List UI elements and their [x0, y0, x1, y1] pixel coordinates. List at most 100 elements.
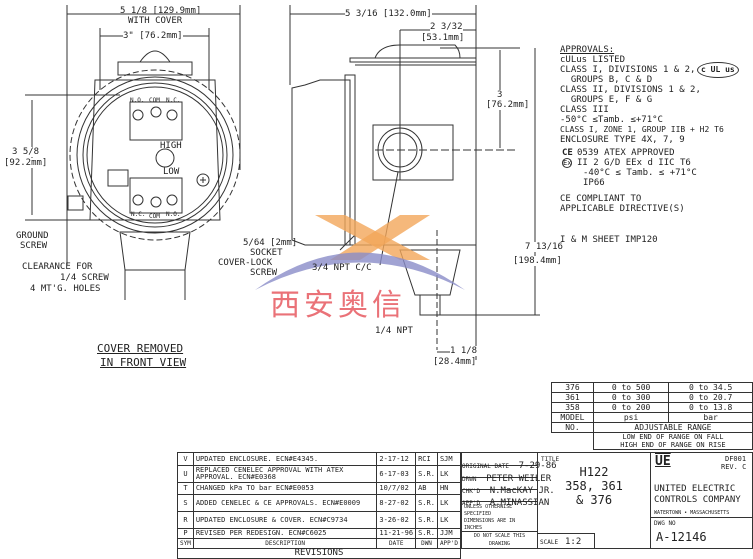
- rev-sym: P: [177, 528, 194, 539]
- original-date-label: ORIGINAL DATE: [462, 463, 509, 470]
- rev-approved: LK: [436, 511, 462, 529]
- checked-label: CHK'D: [462, 488, 481, 495]
- ex-mark-icon: Ex: [562, 158, 573, 168]
- rev-description: ADDED CENELEC & CE APPROVALS. ECN#E0009: [192, 494, 378, 512]
- rev-drawn: S.R.: [415, 465, 438, 483]
- rev-sym: S: [177, 494, 194, 512]
- title-line-2: 358, 361: [565, 479, 623, 493]
- approval-line: GROUPS E, F & G: [560, 95, 653, 105]
- rev-sym: U: [177, 465, 194, 483]
- model-cell: 358: [551, 402, 594, 413]
- approved-label: APP'D: [462, 500, 481, 507]
- front-height-fraction: 3 5/8: [12, 147, 40, 157]
- terminal-top-nc: N.C.: [166, 97, 181, 104]
- scale-value: 1:2: [565, 537, 582, 547]
- no-scale-note: DO NOT SCALE THIS DRAWING: [462, 531, 537, 548]
- conduit-dimension: 3: [497, 90, 503, 100]
- psi-cell: 0 to 500: [592, 382, 670, 393]
- title-line-3: & 376: [575, 493, 613, 507]
- bar-cell: 0 to 34.5: [668, 382, 753, 393]
- socket-label: SOCKET: [250, 248, 283, 258]
- rev-approved: LK: [436, 465, 462, 483]
- approval-line: -50°C ≤Tamb. ≤+71°C: [560, 115, 663, 125]
- watermark-logo: [255, 215, 465, 290]
- cover-lock-label: COVER-LOCK: [218, 258, 273, 268]
- no-header: NO.: [551, 422, 594, 433]
- ue-logo: UE: [655, 454, 671, 469]
- appd-header: APP'D: [436, 538, 462, 549]
- rev-drawn: AB: [415, 482, 438, 495]
- rev-sym: T: [177, 482, 194, 495]
- title-block: TITLE H122 358, 361 & 376 SCALE 1:2: [537, 452, 651, 549]
- drawing-number-label: DWG NO: [654, 520, 676, 527]
- ce-mark-icon: CE: [562, 148, 573, 158]
- form-number: DF001: [725, 455, 747, 463]
- terminal-top-com: COM: [149, 97, 160, 104]
- dwn-header: DWN: [415, 538, 438, 549]
- approvals-block: APPROVALS: cULus LISTED CLASS I, DIVISIO…: [560, 45, 724, 145]
- rev-date: 2-17-12: [376, 452, 417, 466]
- rev-date: 6-17-03: [376, 465, 417, 483]
- terminal-bottom-no: N.O.: [166, 211, 181, 218]
- range-note-fall: LOW END OF RANGE ON FALL: [622, 433, 724, 441]
- rev-drawn: S.R.: [415, 511, 438, 529]
- approval-line: CLASS I, DIVISIONS 1 & 2,: [560, 65, 696, 75]
- clearance-label: CLEARANCE FOR: [22, 262, 93, 272]
- front-width-dimension: 5 1/8 [129.9mm]: [120, 6, 202, 16]
- rev-date: 3-26-02: [376, 511, 417, 529]
- terminal-bottom-nc: N.C.: [131, 211, 146, 218]
- approvals-heading: APPROVALS:: [560, 45, 615, 55]
- bar-cell: 0 to 20.7: [668, 392, 753, 403]
- offset-dimension: 2 3/32: [430, 22, 463, 32]
- psi-header: psi: [592, 412, 670, 423]
- atex-line: II 2 G/D EEx d IIC T6: [577, 158, 691, 168]
- socket-size-label: 5/64 [2mm]: [243, 238, 298, 248]
- revisions-title: REVISIONS: [177, 548, 461, 559]
- front-view-enclosure: [25, 5, 241, 300]
- ce-compliant-line: CE COMPLIANT TO: [560, 194, 642, 204]
- model-cell: 361: [551, 392, 594, 403]
- caption-line-1: COVER REMOVED: [97, 342, 184, 355]
- sym-header: SYM: [177, 538, 194, 549]
- company-name: UNITED ELECTRIC: [654, 484, 736, 494]
- atex-line: IP66: [583, 178, 605, 188]
- drawn-label: DRWN: [462, 476, 477, 483]
- port-dimension: 1 1/8: [450, 346, 478, 356]
- approval-line: CLASS III: [560, 105, 609, 115]
- offset-mm: [53.1mm]: [421, 33, 465, 43]
- port-mm: [28.4mm]: [433, 357, 477, 367]
- atex-line: 0539 ATEX APPROVED: [577, 148, 675, 158]
- terminal-top-no: N.O.: [130, 97, 145, 104]
- revision-label: REV. C: [721, 463, 747, 471]
- terminal-bottom-com: COM: [149, 213, 160, 220]
- npt-cc-label: 3/4 NPT C/C: [312, 263, 372, 273]
- ground-screw-label-2: SCREW: [20, 241, 48, 251]
- ground-screw-label: GROUND: [16, 231, 49, 241]
- rev-drawn: S.R.: [415, 494, 438, 512]
- approved-by: A.MINASSIAN: [489, 498, 550, 508]
- rev-date: 10/7/02: [376, 482, 417, 495]
- scale-label: SCALE: [540, 539, 559, 546]
- psi-cell: 0 to 300: [592, 392, 670, 403]
- rev-description: UPDATED ENCLOSURE & COVER. ECN#C9734: [192, 511, 378, 529]
- screw-label: SCREW: [250, 268, 278, 278]
- rev-description: UPDATED ENCLOSURE. ECN#E4345.: [192, 452, 378, 466]
- rev-description: CHANGED kPa TO bar ECN#E0053: [192, 482, 378, 495]
- height-dimension: 7 13/16: [525, 242, 563, 252]
- front-height-mm: [92.2mm]: [4, 158, 48, 168]
- clearance-label-2: 1/4 SCREW: [60, 273, 109, 283]
- rev-sym: V: [177, 452, 194, 466]
- checked-by: N.MacKAY JR.: [489, 486, 555, 496]
- conduit-mm: [76.2mm]: [486, 100, 530, 110]
- title-label: TITLE: [541, 456, 560, 463]
- drawn-by: PETER WEILER: [486, 474, 552, 484]
- bar-cell: 0 to 13.8: [668, 402, 753, 413]
- rev-drawn: S.R.: [415, 528, 438, 539]
- approval-line: CLASS II, DIVISIONS 1 & 2,: [560, 85, 701, 95]
